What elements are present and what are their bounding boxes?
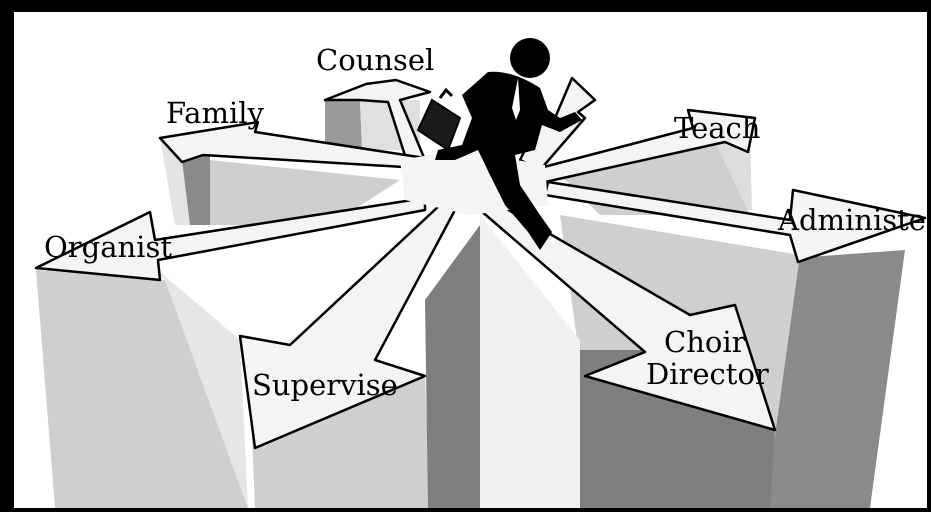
shirt-collar — [512, 78, 520, 120]
administer-pillar-side — [760, 250, 905, 508]
central-pillar — [480, 215, 580, 508]
counsel-pillar-side — [325, 100, 362, 150]
label-director: Director — [646, 357, 769, 391]
label-counsel: Counsel — [316, 43, 434, 77]
label-teach: Teach — [674, 111, 760, 145]
organist-pillar-front — [36, 270, 248, 508]
family-pillar-side — [182, 152, 210, 225]
family-arrow — [158, 120, 427, 170]
label-choir: Choir — [664, 325, 746, 359]
businessman-head — [510, 38, 550, 78]
businessman-icon — [416, 38, 582, 251]
briefcase-icon — [416, 98, 462, 152]
businessman-body — [435, 71, 582, 251]
label-administer: Administer — [777, 203, 931, 237]
supervise-arrow — [238, 203, 457, 450]
counsel-arrow — [323, 78, 432, 167]
teach-arrow — [538, 108, 757, 184]
labels: Counsel Family Teach Organist Administer… — [44, 43, 931, 402]
administer-arrow — [543, 180, 927, 264]
organist-arrow — [34, 196, 427, 282]
organist-pillar-side — [140, 255, 248, 508]
label-organist: Organist — [44, 230, 172, 264]
label-family: Family — [166, 96, 264, 130]
briefcase-handle — [438, 87, 454, 99]
choir-pillar-front — [575, 350, 775, 508]
supervise-pillar-side — [425, 225, 480, 508]
label-supervise: Supervise — [252, 368, 398, 402]
